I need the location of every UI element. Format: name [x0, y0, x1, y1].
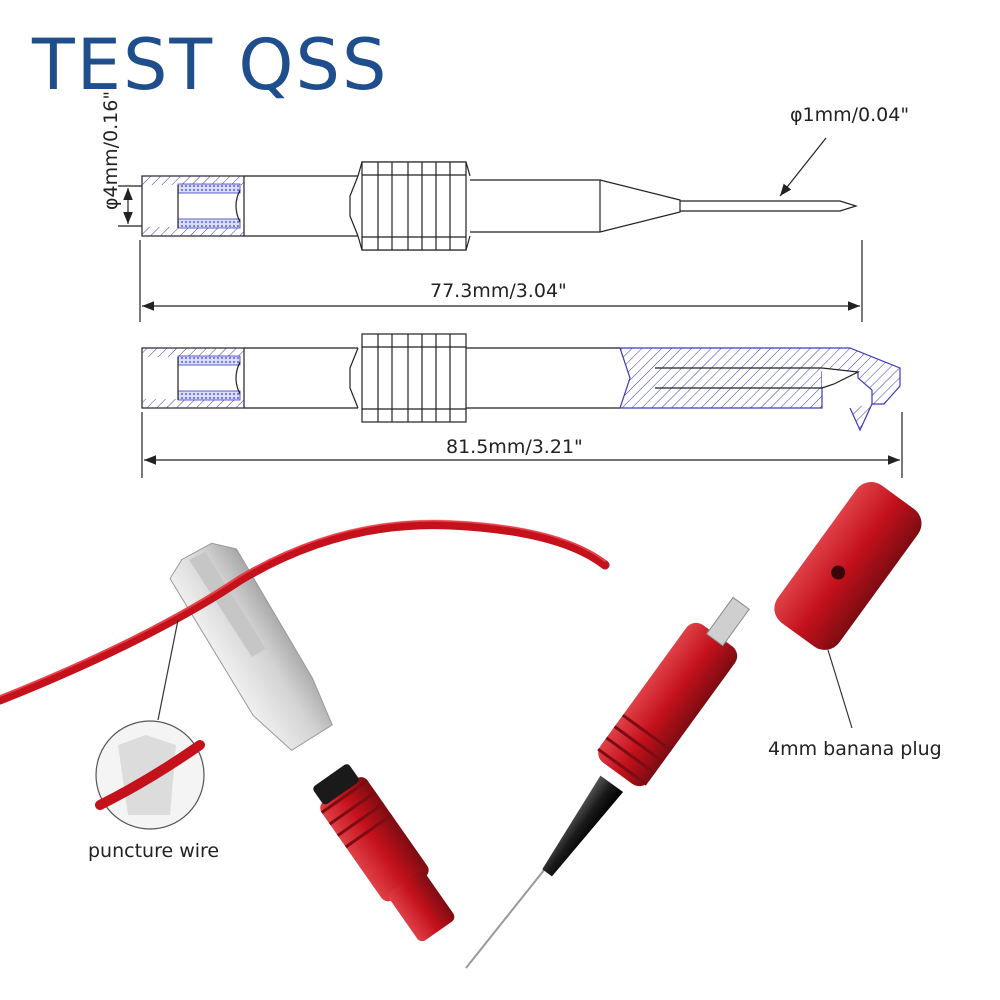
probe-drawing-straight [118, 137, 863, 322]
probe-length-label: 77.3mm/3.04" [430, 280, 567, 302]
brand-title: TEST QSS [32, 24, 389, 106]
socket-diameter-label: φ4mm/0.16" [100, 90, 122, 210]
tip-diameter-label: φ1mm/0.04" [790, 104, 910, 126]
banana-plug-label: 4mm banana plug [768, 738, 942, 760]
puncture-clip-illustration [0, 519, 610, 942]
banana-probe-illustration [465, 481, 922, 969]
puncture-wire-label: puncture wire [88, 840, 220, 862]
hook-length-label: 81.5mm/3.21" [446, 436, 583, 458]
probe-drawing-hook [141, 333, 903, 478]
